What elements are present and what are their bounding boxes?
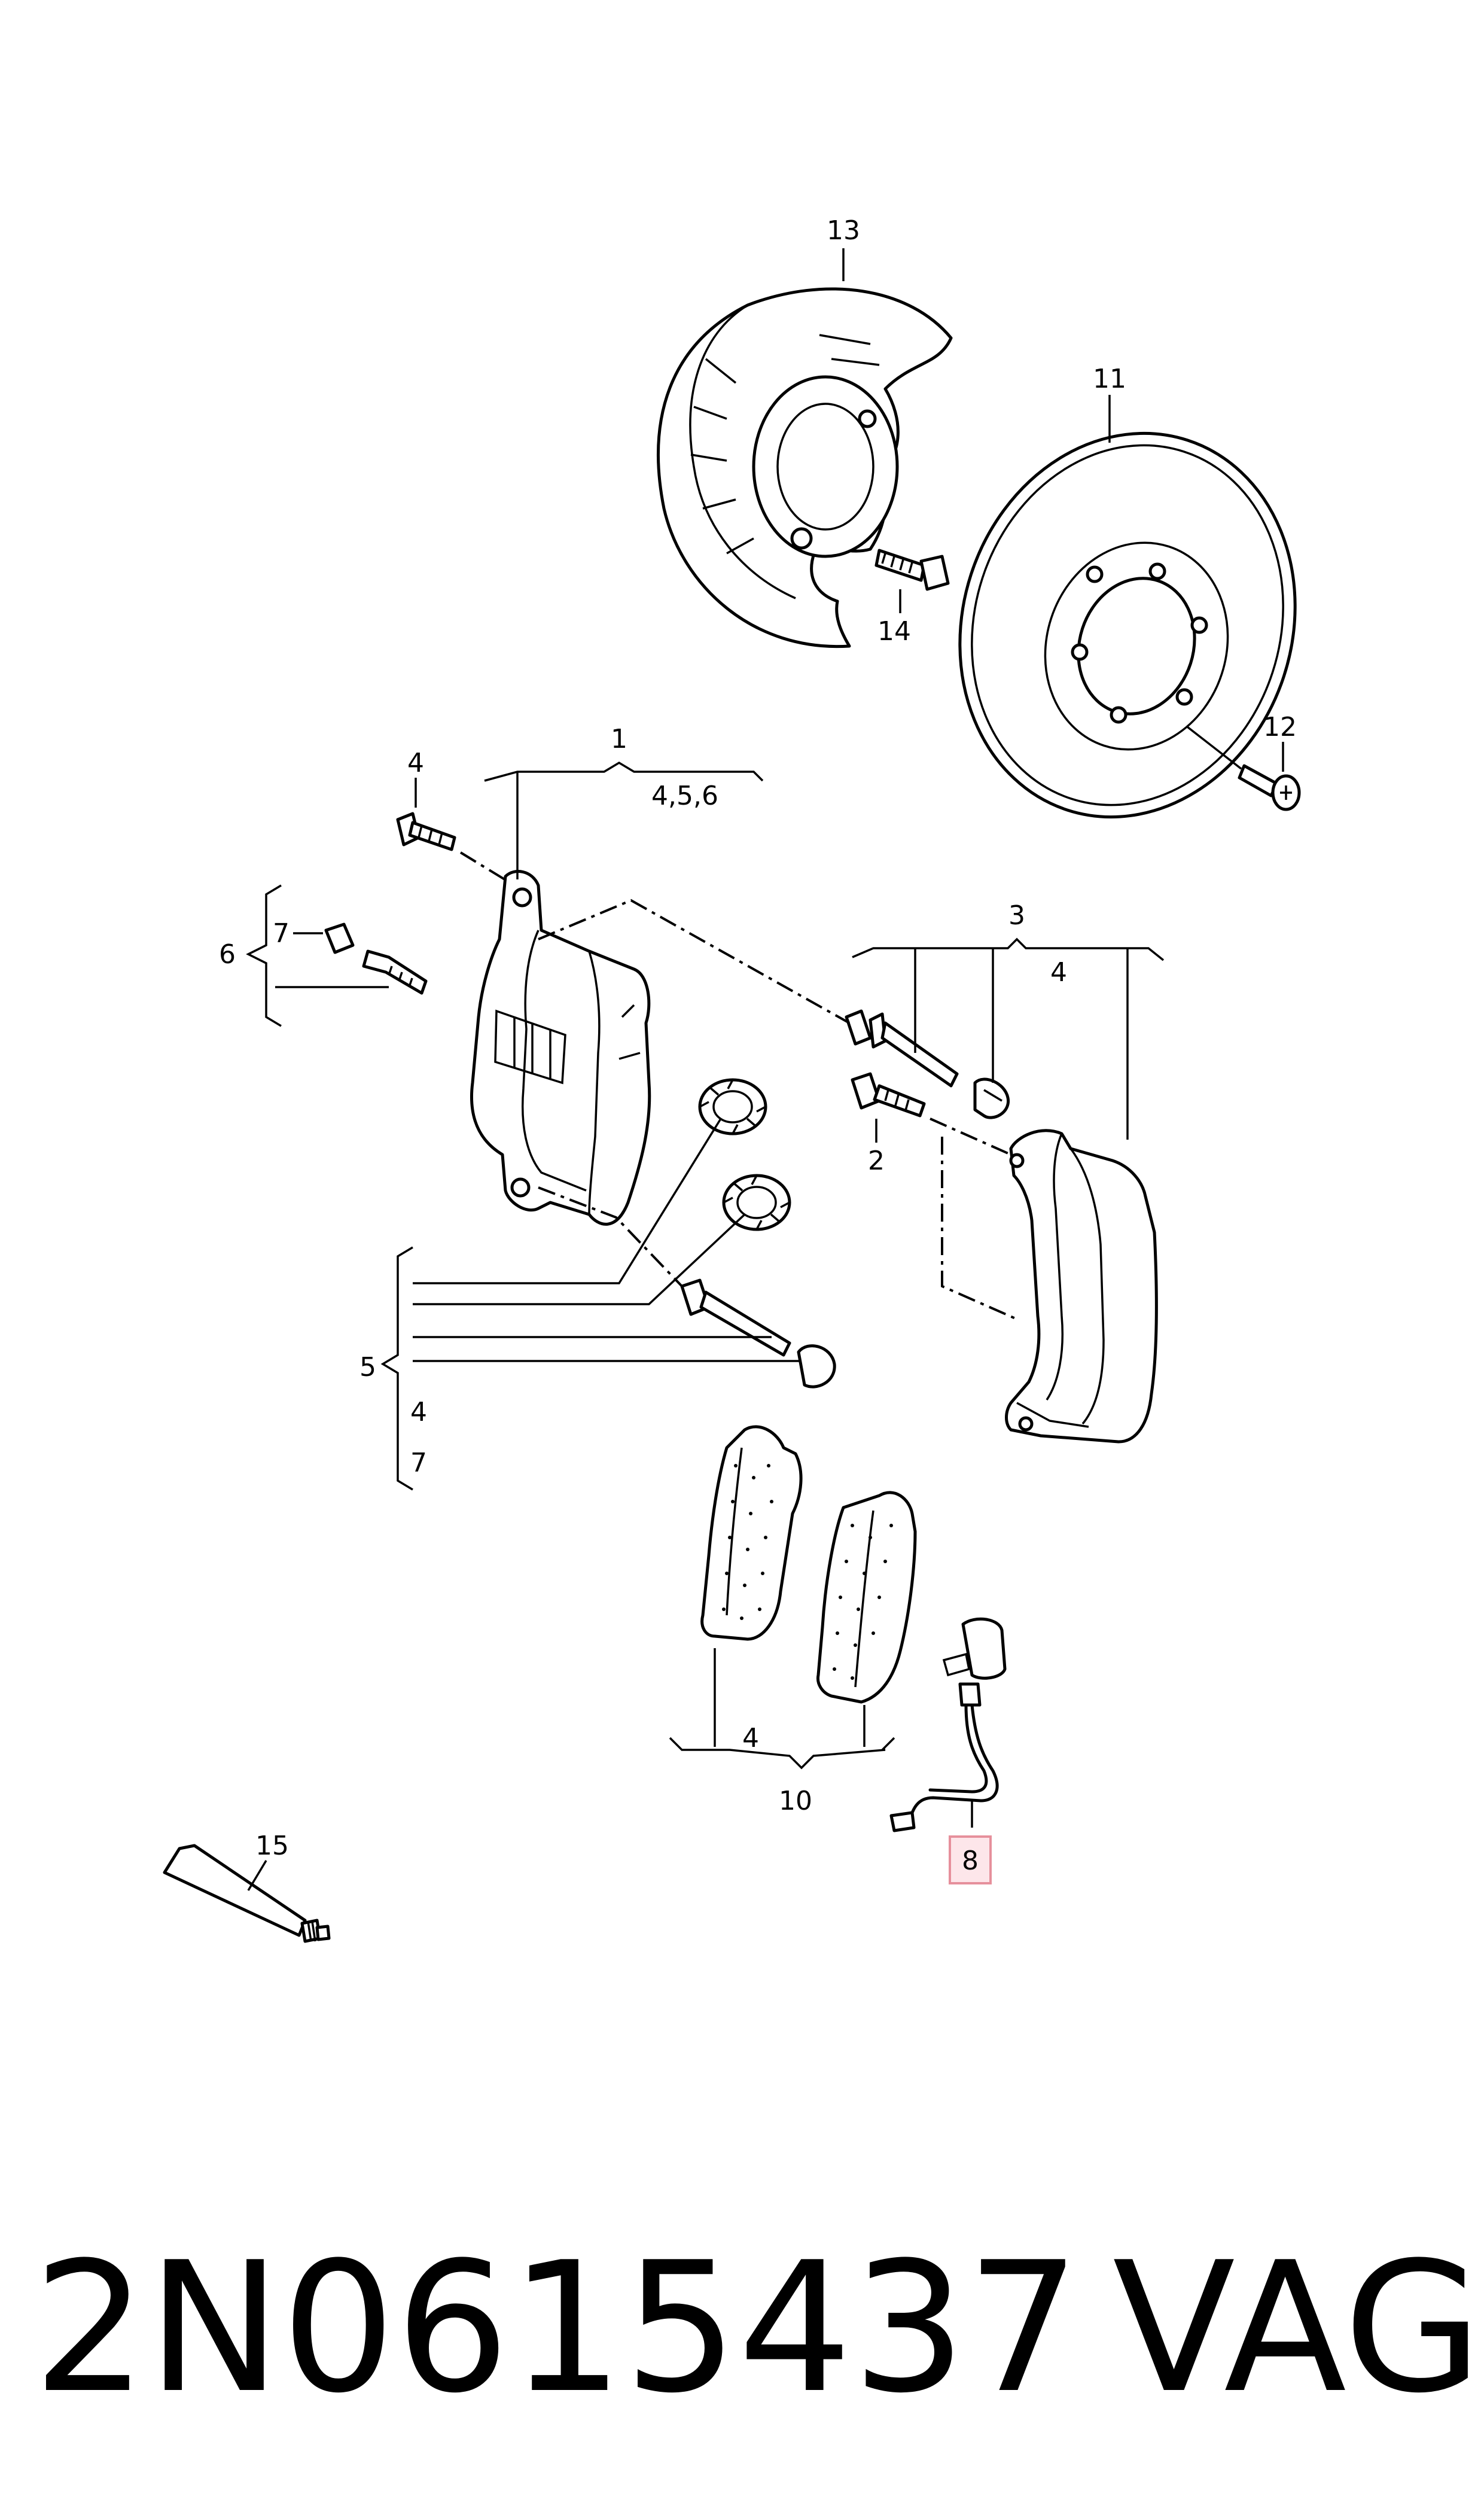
- callout-1-sub: 4,5,6: [651, 781, 718, 811]
- pin-and-plug-part-5: [680, 1278, 836, 1389]
- callout-3-sub: 4: [1050, 957, 1067, 988]
- callout-15: 15: [255, 1831, 289, 1861]
- brand-name: VAG: [1113, 2224, 1482, 2432]
- grease-tube-part-15: [163, 1844, 331, 1943]
- brake-caliper-part-1: [470, 870, 651, 1226]
- bleed-screw-parts-6-7: [324, 922, 428, 995]
- bolt-part-14: [874, 549, 950, 591]
- brake-pads-part-10: [700, 1425, 917, 1704]
- callout-7: 7: [273, 918, 290, 949]
- callout-5-b: 7: [410, 1448, 427, 1478]
- callout-3: 3: [1008, 900, 1025, 931]
- boots-part-5: [698, 1078, 791, 1231]
- dust-shield-part-13: [657, 287, 953, 648]
- callout-13: 13: [827, 215, 860, 246]
- wear-sensor-part-8: [889, 1617, 1007, 1832]
- caliper-carrier-part-3: [1005, 1129, 1158, 1444]
- bolt-part-4: [396, 812, 516, 887]
- screw-part-12: [1186, 726, 1301, 811]
- callout-5-a: 4: [410, 1397, 427, 1427]
- guide-pins-part-3: [845, 1009, 1010, 1119]
- bolt-part-2: [851, 1072, 1011, 1156]
- callout-6: 6: [219, 939, 236, 970]
- callout-8: 8: [962, 1846, 979, 1876]
- callout-4-bolt: 4: [407, 748, 424, 778]
- callout-labels: 13 11 14 12 4 1 4,5,6 6 7 3 4 2 5 4 7 4 …: [219, 215, 1297, 1876]
- part-number: 2N0615437: [33, 2224, 1080, 2432]
- callout-10-sub: 4: [742, 1723, 759, 1753]
- callout-11: 11: [1093, 364, 1126, 394]
- callout-leaders: [246, 248, 1284, 1770]
- callout-10: 10: [779, 1786, 812, 1816]
- callout-5: 5: [359, 1352, 376, 1383]
- callout-8-highlight: [949, 1835, 992, 1884]
- callout-1: 1: [611, 724, 627, 754]
- callout-2: 2: [868, 1146, 885, 1176]
- callout-12: 12: [1263, 712, 1297, 742]
- brake-disc-part-11: [958, 431, 1297, 819]
- callout-14: 14: [877, 616, 911, 647]
